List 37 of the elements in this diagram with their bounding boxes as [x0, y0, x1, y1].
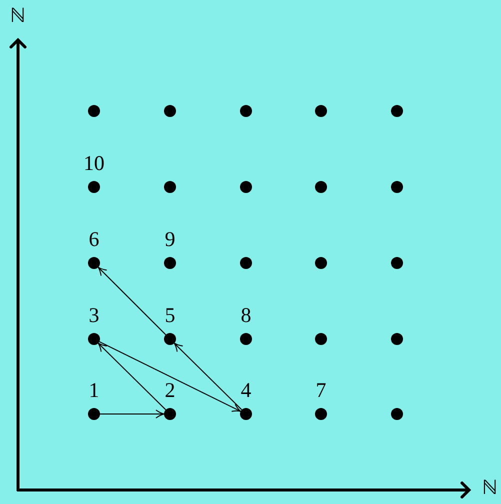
grid-point: [164, 105, 176, 117]
sequence-number: 3: [88, 305, 100, 326]
grid-point: [240, 181, 252, 193]
sequence-number: 2: [164, 380, 176, 401]
grid-point: [240, 333, 252, 345]
grid-point: [391, 105, 403, 117]
grid-point: [164, 408, 176, 420]
grid-point: [164, 257, 176, 269]
grid-point: [391, 181, 403, 193]
grid-point: [315, 257, 327, 269]
grid-point: [88, 257, 100, 269]
grid-point: [391, 333, 403, 345]
grid-point: [240, 408, 252, 420]
grid-point: [88, 105, 100, 117]
grid-point: [88, 408, 100, 420]
grid-point: [164, 333, 176, 345]
grid-point: [315, 333, 327, 345]
sequence-number: 10: [84, 153, 104, 174]
grid-point: [391, 257, 403, 269]
axis-label: ℕ: [10, 6, 26, 26]
grid-point: [88, 333, 100, 345]
grid-point: [315, 408, 327, 420]
sequence-number: 7: [316, 380, 326, 401]
sequence-number: 9: [164, 229, 176, 250]
sequence-number: 8: [240, 305, 252, 326]
grid-point: [315, 105, 327, 117]
grid-point: [240, 105, 252, 117]
axis-label: ℕ: [482, 478, 498, 498]
sequence-number: 5: [164, 305, 176, 326]
grid-point: [164, 181, 176, 193]
sequence-number: 6: [88, 229, 100, 250]
grid-point: [315, 181, 327, 193]
grid-point: [240, 257, 252, 269]
sequence-number: 1: [88, 380, 100, 401]
sequence-number: 4: [240, 380, 252, 401]
grid-point: [391, 408, 403, 420]
grid-point: [88, 181, 100, 193]
